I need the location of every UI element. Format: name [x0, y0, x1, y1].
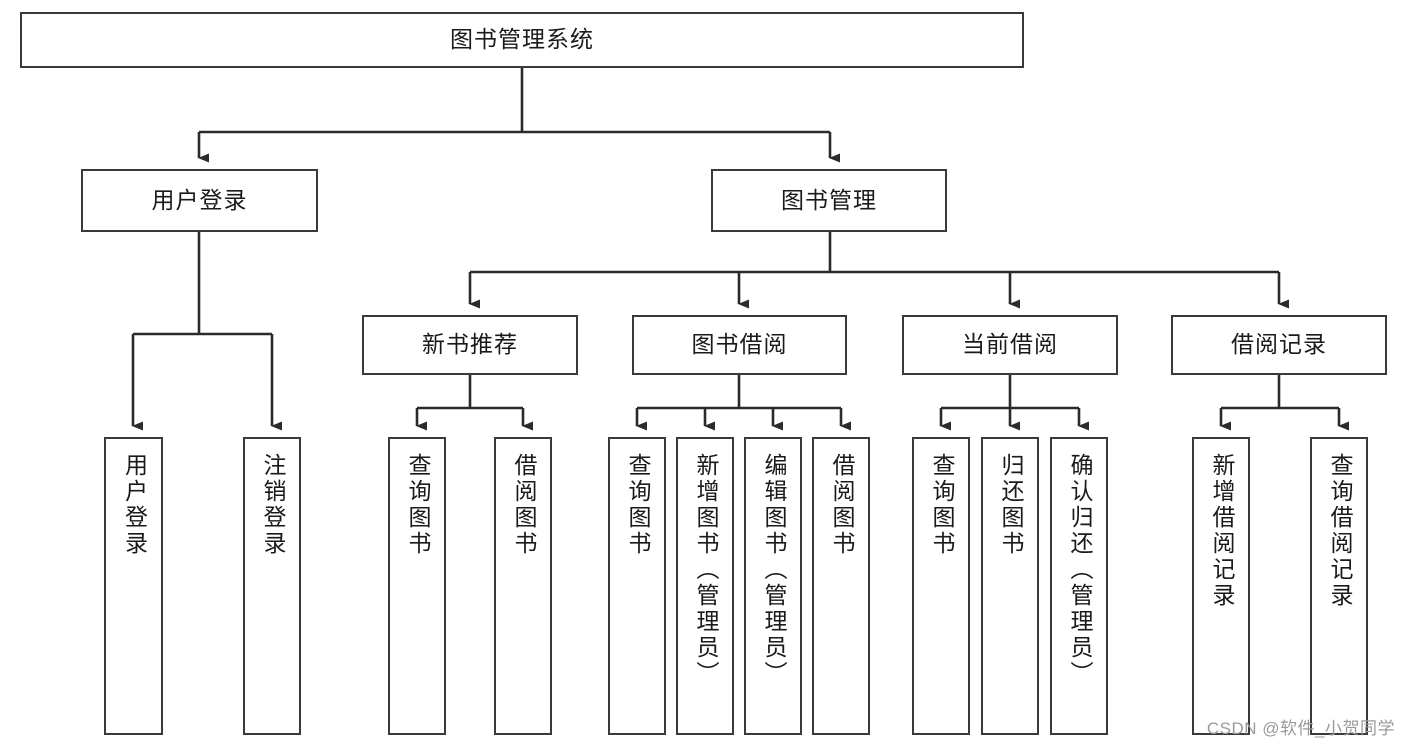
- node-user-login[interactable]: 用户登录: [81, 169, 318, 232]
- leaf-logout-login[interactable]: 注销登录: [243, 437, 301, 735]
- leaf-label: 查询借阅记录: [1326, 453, 1353, 609]
- node-new-book-recommendation[interactable]: 新书推荐: [362, 315, 578, 375]
- leaf-user-login[interactable]: 用户登录: [104, 437, 163, 735]
- leaf-edit-book-admin[interactable]: 编辑图书（管理员）: [744, 437, 802, 735]
- leaf-query-books-borrowing[interactable]: 查询图书: [608, 437, 666, 735]
- leaf-label: 新增图书（管理员）: [692, 453, 719, 687]
- node-label: 当前借阅: [962, 331, 1058, 358]
- leaf-borrow-books-borrowing[interactable]: 借阅图书: [812, 437, 870, 735]
- node-borrow-records[interactable]: 借阅记录: [1171, 315, 1387, 375]
- node-label: 新书推荐: [422, 331, 518, 358]
- leaf-return-books[interactable]: 归还图书: [981, 437, 1039, 735]
- leaf-query-books-new-recommendation[interactable]: 查询图书: [388, 437, 446, 735]
- csdn-watermark: CSDN @软件_小贺同学: [1206, 719, 1395, 738]
- leaf-label: 编辑图书（管理员）: [760, 453, 787, 687]
- node-label: 图书借阅: [691, 331, 788, 358]
- node-current-borrowing[interactable]: 当前借阅: [902, 315, 1118, 375]
- leaf-borrow-books-new-recommendation[interactable]: 借阅图书: [494, 437, 552, 735]
- leaf-query-borrow-record[interactable]: 查询借阅记录: [1310, 437, 1368, 735]
- leaf-label: 归还图书: [997, 453, 1024, 557]
- node-book-borrowing[interactable]: 图书借阅: [632, 315, 847, 375]
- leaf-label: 查询图书: [404, 453, 431, 557]
- leaf-label: 确认归还（管理员）: [1066, 453, 1093, 687]
- leaf-add-book-admin[interactable]: 新增图书（管理员）: [676, 437, 734, 735]
- leaf-query-books-current[interactable]: 查询图书: [912, 437, 970, 735]
- leaf-label: 新增借阅记录: [1208, 453, 1235, 609]
- leaf-label: 注销登录: [259, 453, 286, 557]
- node-label: 用户登录: [151, 186, 248, 213]
- node-label: 图书管理系统: [450, 26, 594, 53]
- node-label: 借阅记录: [1231, 331, 1327, 358]
- leaf-confirm-return-admin[interactable]: 确认归还（管理员）: [1050, 437, 1108, 735]
- node-label: 图书管理: [781, 186, 877, 213]
- node-book-management[interactable]: 图书管理: [711, 169, 947, 232]
- leaf-label: 借阅图书: [828, 453, 855, 557]
- leaf-label: 查询图书: [928, 453, 955, 557]
- leaf-label: 用户登录: [121, 453, 148, 557]
- leaf-add-borrow-record[interactable]: 新增借阅记录: [1192, 437, 1250, 735]
- leaf-label: 借阅图书: [510, 453, 537, 557]
- leaf-label: 查询图书: [624, 453, 651, 557]
- node-root-library-management-system[interactable]: 图书管理系统: [20, 12, 1024, 68]
